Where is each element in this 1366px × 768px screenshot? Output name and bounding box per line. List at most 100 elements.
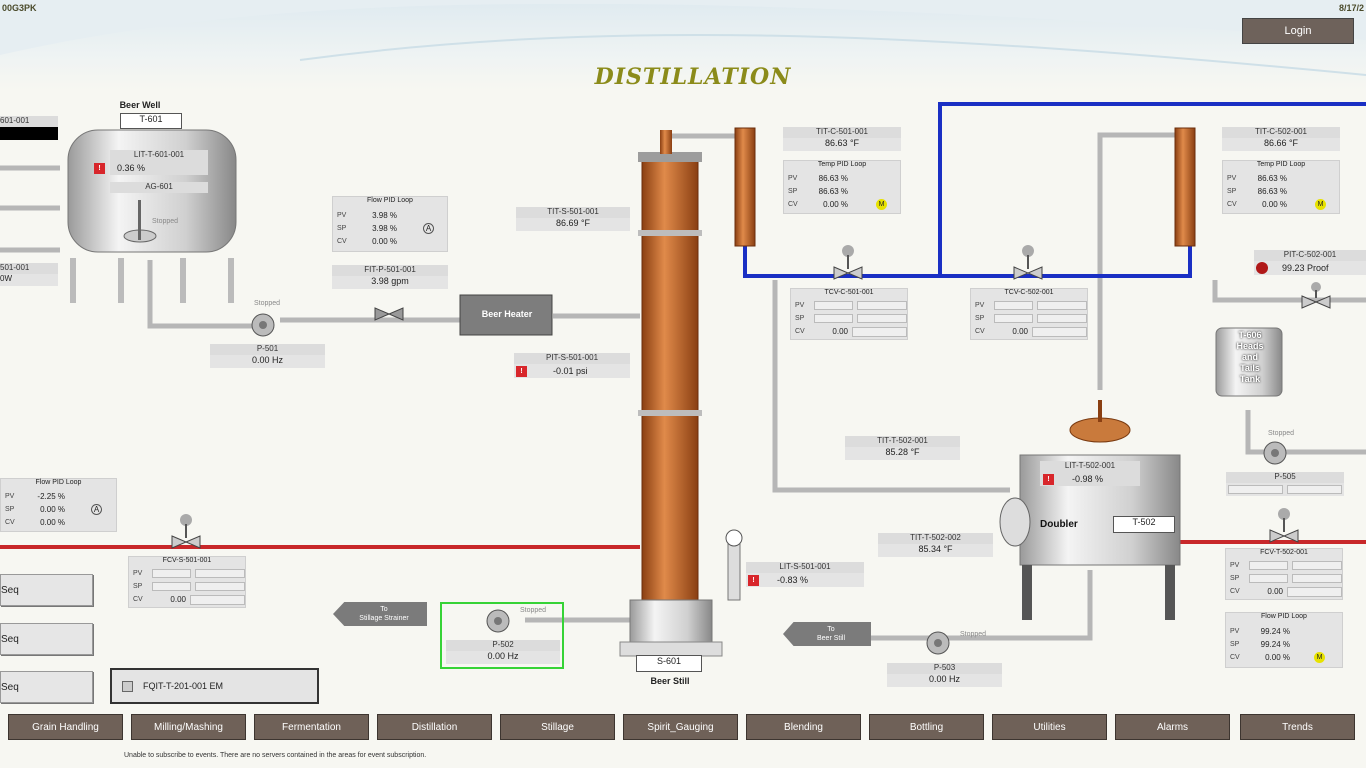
pump-p505-field-2[interactable] xyxy=(1287,485,1342,494)
cv-value: 0.00 xyxy=(1012,327,1028,336)
cv-field[interactable] xyxy=(1287,586,1342,597)
valve-icon[interactable] xyxy=(373,300,405,326)
nav-spirit-gauging[interactable]: Spirit_Gauging xyxy=(623,714,738,740)
cv-label: CV xyxy=(1227,201,1237,208)
pump-icon[interactable] xyxy=(250,312,278,338)
nav-distillation[interactable]: Distillation xyxy=(377,714,492,740)
alarm-icon[interactable]: ! xyxy=(516,365,527,377)
valve-icon[interactable] xyxy=(1300,282,1332,312)
pump-icon[interactable] xyxy=(1262,440,1290,466)
sp-field[interactable] xyxy=(152,582,191,591)
cv-value: 0.00 % xyxy=(1265,653,1290,662)
cv-field[interactable] xyxy=(852,326,907,337)
sp-value[interactable]: 3.98 % xyxy=(372,224,397,233)
valve-icon[interactable] xyxy=(1012,245,1044,285)
tit-c501-tag: TIT-C-501-001 xyxy=(783,127,901,138)
sp-value[interactable]: 86.63 % xyxy=(1257,187,1287,196)
valve-icon[interactable] xyxy=(170,514,202,554)
pv-field[interactable] xyxy=(152,569,191,578)
valve-icon[interactable] xyxy=(832,245,864,285)
sp-field-2[interactable] xyxy=(856,314,907,323)
pv-field-2[interactable] xyxy=(856,301,907,310)
pv-field-2[interactable] xyxy=(194,569,245,578)
pump-p505-field-1[interactable] xyxy=(1228,485,1283,494)
valve-icon[interactable] xyxy=(1268,508,1300,548)
sp-value[interactable]: 0.00 % xyxy=(40,505,65,514)
beer-heater-label[interactable]: Beer Heater xyxy=(481,309,533,319)
pump-p501-tag: P-501 xyxy=(210,344,325,355)
nav-bottling[interactable]: Bottling xyxy=(869,714,984,740)
doubler-id[interactable]: T-502 xyxy=(1113,516,1175,533)
nav-stillage[interactable]: Stillage xyxy=(500,714,615,740)
pv-field-2[interactable] xyxy=(1291,561,1342,570)
nav-milling-mashing[interactable]: Milling/Mashing xyxy=(131,714,246,740)
mode-indicator[interactable]: M xyxy=(1315,199,1326,210)
pump-p505-fields xyxy=(1226,483,1344,496)
lit-t601-value: 0.36 % xyxy=(117,163,146,173)
beer-still-id[interactable]: S-601 xyxy=(636,655,702,672)
to-stillage-strainer-button[interactable]: To Stillage Strainer xyxy=(333,602,427,626)
sp-label: SP xyxy=(1230,575,1240,582)
to-beer-still-button[interactable]: To Beer Still xyxy=(783,622,871,646)
sp-field[interactable] xyxy=(814,314,853,323)
cv-label: CV xyxy=(975,328,985,335)
pv-value: -2.25 % xyxy=(37,492,65,501)
sp-label: SP xyxy=(133,583,143,590)
sp-field[interactable] xyxy=(1249,574,1288,583)
mode-indicator[interactable]: A xyxy=(423,223,434,234)
mode-indicator[interactable]: A xyxy=(91,504,102,515)
alarm-icon[interactable]: ! xyxy=(94,162,105,174)
heads-tails-label[interactable]: T-606 Heads and Tails Tank xyxy=(1222,330,1278,385)
cv-value: 0.00 xyxy=(170,595,186,604)
pv-field[interactable] xyxy=(1249,561,1288,570)
nav-grain-handling[interactable]: Grain Handling xyxy=(8,714,123,740)
mode-indicator[interactable]: M xyxy=(876,199,887,210)
pump-icon[interactable] xyxy=(485,608,513,634)
cv-field[interactable] xyxy=(190,594,245,605)
nav-alarms[interactable]: Alarms xyxy=(1115,714,1230,740)
cv-label: CV xyxy=(788,201,798,208)
page-title: DISTILLATION xyxy=(594,64,792,90)
nav-trends[interactable]: Trends xyxy=(1240,714,1355,740)
sp-value[interactable]: 86.63 % xyxy=(818,187,848,196)
seq-button-3[interactable]: Seq xyxy=(0,671,93,703)
fqit-checkbox[interactable] xyxy=(122,680,133,692)
seq-button-1[interactable]: Seq xyxy=(0,574,93,606)
pv-field-2[interactable] xyxy=(1036,301,1087,310)
sp-field-2[interactable] xyxy=(1291,574,1342,583)
doubler-label: Doubler xyxy=(1040,519,1078,530)
sp-field[interactable] xyxy=(994,314,1033,323)
sp-field-2[interactable] xyxy=(1036,314,1087,323)
sp-value[interactable]: 99.24 % xyxy=(1260,640,1290,649)
alarm-icon[interactable] xyxy=(1256,262,1268,274)
pv-field[interactable] xyxy=(994,301,1033,310)
fqit-label: FQIT-T-201-001 EM xyxy=(143,681,224,691)
nav-fermentation[interactable]: Fermentation xyxy=(254,714,369,740)
nav-utilities[interactable]: Utilities xyxy=(992,714,1107,740)
alarm-icon[interactable]: ! xyxy=(748,574,759,586)
login-button[interactable]: Login xyxy=(1242,18,1354,44)
beer-well-id[interactable]: T-601 xyxy=(120,113,182,129)
seq-button-2[interactable]: Seq xyxy=(0,623,93,655)
cv-value: 0.00 % xyxy=(823,200,848,209)
pump-p502-selection[interactable] xyxy=(440,602,564,669)
nav-blending[interactable]: Blending xyxy=(746,714,861,740)
sp-label: SP xyxy=(975,315,985,322)
cv-field[interactable] xyxy=(1032,326,1087,337)
alarm-icon[interactable]: ! xyxy=(1043,473,1054,485)
sp-field-2[interactable] xyxy=(194,582,245,591)
tit-t502-2-tag: TIT-T-502-002 xyxy=(878,533,993,544)
pv-field[interactable] xyxy=(814,301,853,310)
fqit-panel[interactable]: FQIT-T-201-001 EM xyxy=(110,668,319,704)
mode-indicator[interactable]: M xyxy=(1314,652,1325,663)
pump-icon[interactable] xyxy=(925,630,953,656)
